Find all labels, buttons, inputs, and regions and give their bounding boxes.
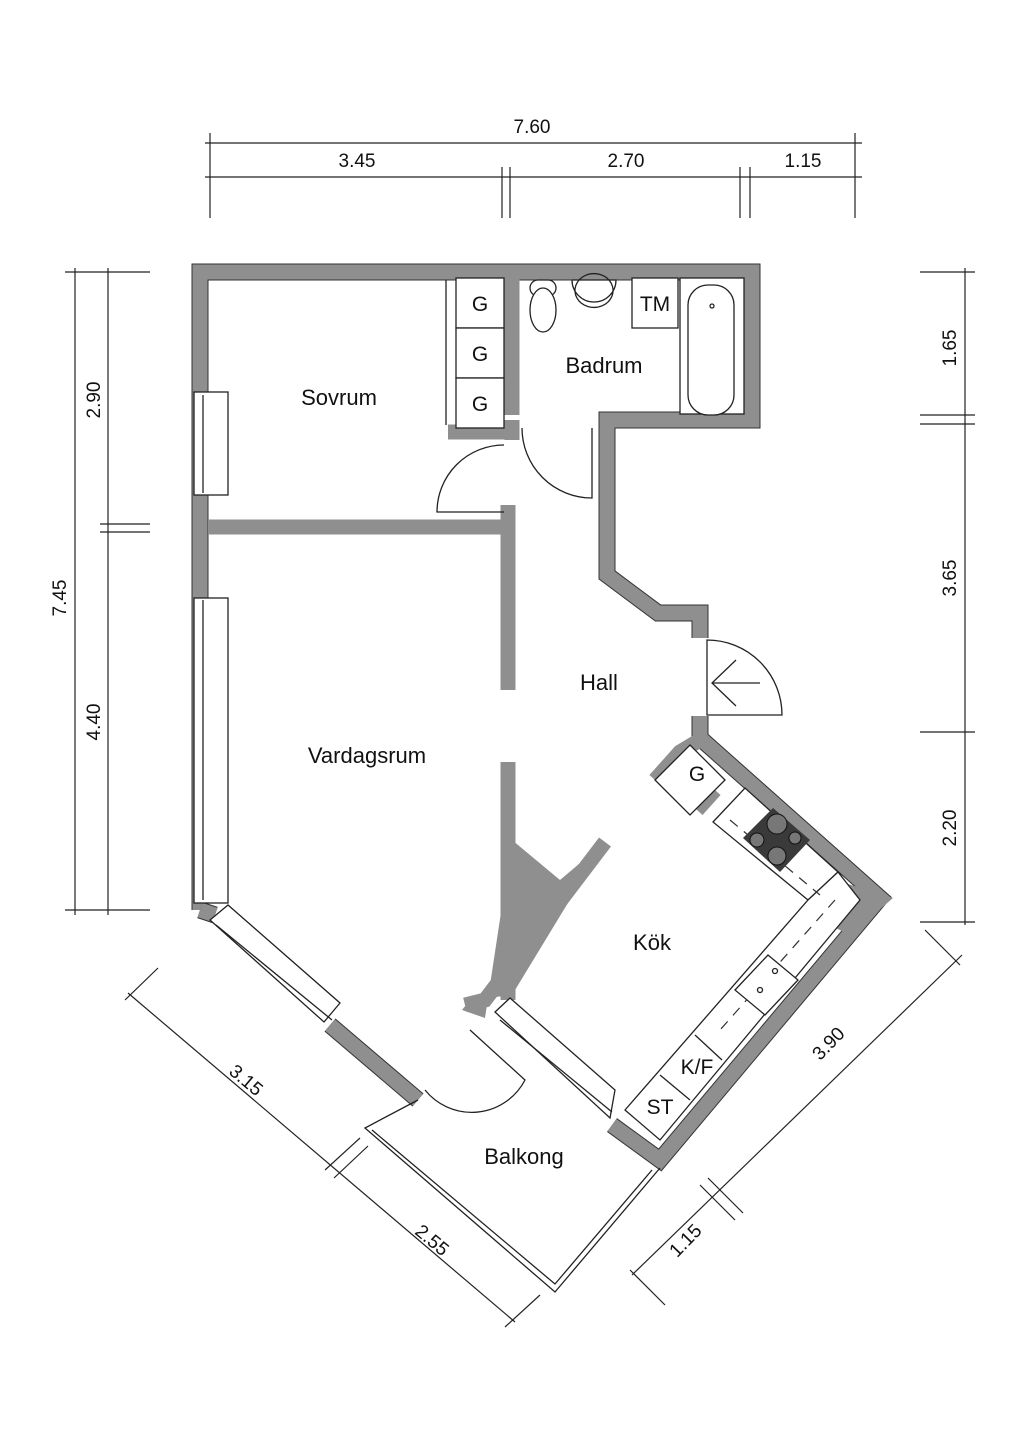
room-label-balkong: Balkong: [484, 1144, 564, 1169]
wardrobe-label: G: [472, 343, 488, 366]
balkong-door[interactable]: [424, 1029, 526, 1113]
dimension-diag-right-1: 3.90: [809, 1024, 850, 1065]
balcony-rail: [363, 1099, 661, 1293]
windows: [193, 391, 616, 1120]
dimension-diag-right-2: 1.15: [666, 1221, 707, 1262]
sovrum-door[interactable]: [436, 444, 505, 513]
hall-wardrobe-label: G: [689, 763, 705, 786]
toilet-icon: [529, 279, 557, 333]
bathtub-icon: [679, 277, 745, 416]
doors[interactable]: [424, 427, 783, 1113]
room-label-kok: Kök: [633, 930, 672, 955]
hall-wardrobe: [654, 744, 726, 816]
wardrobe-label: G: [472, 293, 488, 316]
dimension-diag-left-1: 3.15: [225, 1061, 267, 1101]
stove-icon: [743, 808, 810, 872]
dimension-diag-left-2: 2.55: [411, 1221, 453, 1261]
washer-box: [631, 277, 679, 329]
dimension-left-2: 4.40: [84, 704, 105, 741]
room-label-badrum: Badrum: [565, 353, 642, 378]
dimension-right-1: 1.65: [940, 330, 961, 367]
dimension-right-2: 3.65: [940, 560, 961, 597]
room-label-sovrum: Sovrum: [301, 385, 377, 410]
badrum-door[interactable]: [521, 427, 593, 499]
storage-label: ST: [647, 1096, 674, 1119]
washer-label: TM: [640, 293, 670, 316]
fridge-freezer-label: K/F: [681, 1056, 714, 1079]
dimension-left-1: 2.90: [84, 382, 105, 419]
dimension-top-2: 2.70: [608, 151, 645, 172]
dimension-top-total: 7.60: [514, 117, 551, 138]
dimension-lines: [65, 133, 975, 1328]
balcony-rail-inner: [371, 1129, 653, 1285]
dimension-top-3: 1.15: [785, 151, 822, 172]
wardrobe-label: G: [472, 393, 488, 416]
dimension-top-1: 3.45: [339, 151, 376, 172]
sovrum-wardrobes: [445, 277, 505, 429]
dimension-left-total: 7.45: [50, 580, 71, 617]
room-label-hall: Hall: [580, 670, 618, 695]
dimension-right-3: 2.20: [940, 810, 961, 847]
entrance-door[interactable]: [706, 639, 783, 716]
room-label-vardagsrum: Vardagsrum: [308, 743, 426, 768]
kitchen-sink-icon: [734, 954, 799, 1016]
walls: [191, 263, 893, 1172]
entrance-arrow-icon: [711, 659, 760, 707]
sink-icon: [571, 272, 617, 309]
